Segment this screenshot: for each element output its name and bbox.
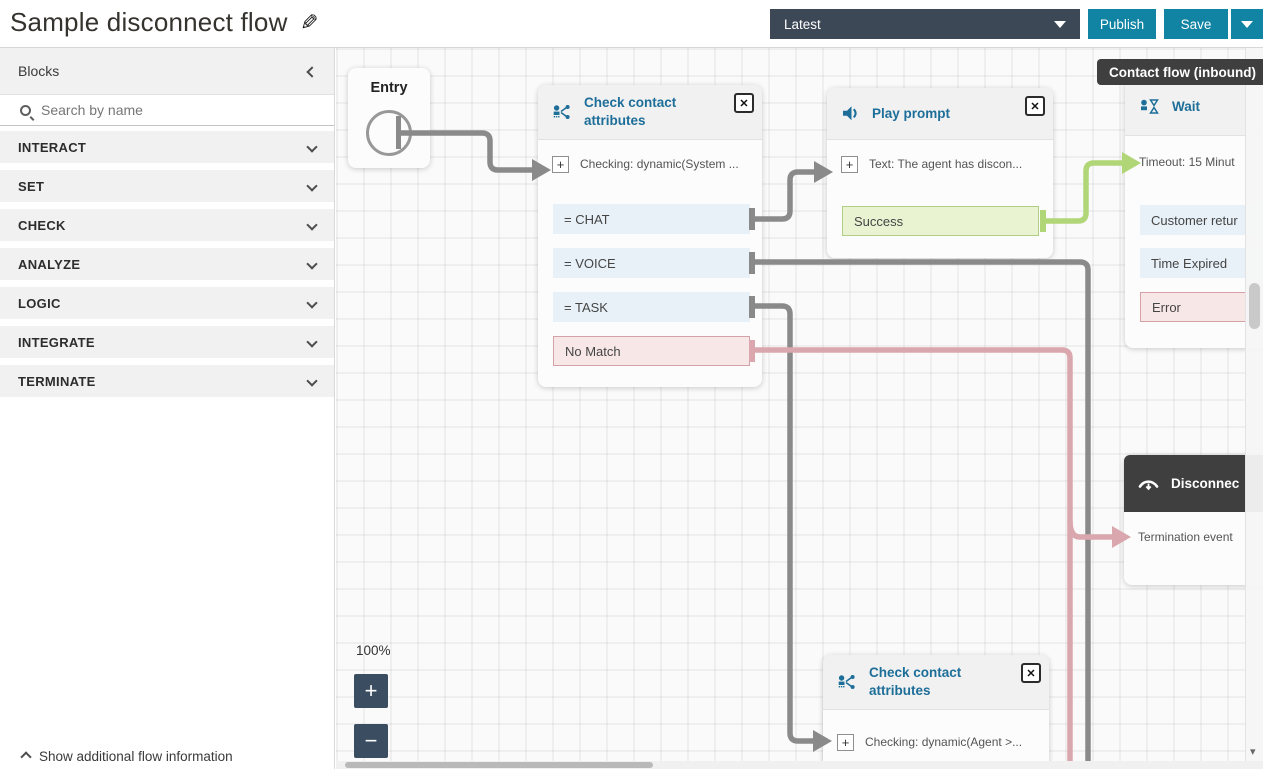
chevron-down-icon bbox=[306, 258, 318, 270]
chevron-down-icon bbox=[306, 180, 318, 192]
check-contact-attributes-block-2[interactable]: Check contact attributes ✕ + Checking: d… bbox=[823, 655, 1049, 769]
top-bar: Sample disconnect flow ✎ Latest Publish … bbox=[0, 0, 1263, 48]
blocks-sidebar: Blocks INTERACT SET CHECK ANALYZE LOGIC … bbox=[0, 48, 335, 769]
flow-type-badge: Contact flow (inbound) bbox=[1097, 59, 1263, 85]
publish-button[interactable]: Publish bbox=[1088, 9, 1156, 39]
branch-chat[interactable]: = CHAT bbox=[553, 204, 750, 234]
save-button[interactable]: Save bbox=[1164, 9, 1228, 39]
collapse-sidebar-button[interactable] bbox=[306, 63, 318, 79]
block-parameter: Termination event bbox=[1138, 530, 1233, 544]
block-title: Disconnec bbox=[1171, 475, 1240, 491]
sidebar-item-interact[interactable]: INTERACT bbox=[0, 131, 334, 163]
branch-task[interactable]: = TASK bbox=[553, 292, 750, 322]
expand-parameter-button[interactable]: + bbox=[841, 155, 858, 173]
chevron-down-icon bbox=[1241, 20, 1253, 28]
chevron-down-icon bbox=[306, 336, 318, 348]
vertical-scrollbar-thumb[interactable] bbox=[1249, 283, 1260, 329]
entry-block[interactable]: Entry bbox=[348, 68, 430, 168]
connector-layer bbox=[396, 116, 1141, 761]
close-icon[interactable]: ✕ bbox=[1021, 663, 1041, 683]
block-title: Play prompt bbox=[872, 105, 951, 121]
chevron-down-icon bbox=[306, 219, 318, 231]
entry-port[interactable] bbox=[366, 110, 412, 156]
wait-block[interactable]: Wait Timeout: 15 Minut Customer retur Ti… bbox=[1125, 78, 1263, 348]
block-header: Play prompt bbox=[827, 88, 1053, 140]
speaker-icon bbox=[843, 106, 857, 121]
search-icon bbox=[20, 104, 31, 116]
zoom-in-button[interactable]: + bbox=[354, 674, 388, 708]
block-parameter: + Checking: dynamic(System ... bbox=[538, 140, 762, 188]
wait-icon bbox=[1141, 99, 1159, 114]
blocks-panel-header: Blocks bbox=[0, 48, 334, 94]
chevron-down-icon bbox=[306, 375, 318, 387]
show-flow-information-link[interactable]: Show additional flow information bbox=[20, 749, 233, 764]
block-title: Check contact attributes bbox=[584, 95, 677, 128]
disconnect-icon bbox=[1138, 479, 1159, 490]
check-contact-attributes-icon bbox=[838, 674, 855, 689]
version-dropdown[interactable]: Latest bbox=[770, 9, 1080, 39]
expand-parameter-button[interactable]: + bbox=[837, 733, 854, 751]
sidebar-item-integrate[interactable]: INTEGRATE bbox=[0, 326, 334, 358]
close-icon[interactable]: ✕ bbox=[734, 93, 754, 113]
branch-customer-returned[interactable]: Customer retur bbox=[1140, 205, 1263, 235]
save-options-button[interactable] bbox=[1231, 9, 1263, 39]
chevron-up-icon bbox=[20, 750, 32, 763]
block-title: Check contact attributes bbox=[869, 665, 962, 698]
sidebar-item-analyze[interactable]: ANALYZE bbox=[0, 248, 334, 280]
block-parameter: Timeout: 15 Minut bbox=[1139, 155, 1235, 169]
version-dropdown-label: Latest bbox=[784, 16, 821, 32]
scroll-down-icon[interactable]: ▾ bbox=[1250, 746, 1256, 758]
play-prompt-block[interactable]: Play prompt ✕ + Text: The agent has disc… bbox=[827, 88, 1053, 258]
vertical-scrollbar[interactable]: ▾ bbox=[1245, 48, 1263, 762]
block-category-list: INTERACT SET CHECK ANALYZE LOGIC INTEGRA… bbox=[0, 126, 334, 397]
disconnect-block[interactable]: Disconnec Termination event bbox=[1124, 455, 1263, 585]
chevron-down-icon bbox=[1054, 20, 1066, 28]
block-header: Wait bbox=[1125, 78, 1263, 136]
block-header: Disconnec bbox=[1124, 455, 1263, 512]
edit-title-icon[interactable]: ✎ bbox=[300, 10, 319, 35]
expand-parameter-button[interactable]: + bbox=[552, 155, 569, 173]
chevron-left-icon bbox=[306, 66, 318, 78]
block-header: Check contact attributes bbox=[538, 85, 762, 140]
chevron-down-icon bbox=[306, 141, 318, 153]
close-icon[interactable]: ✕ bbox=[1025, 96, 1045, 116]
connector-no-match-to-disconnect bbox=[1067, 520, 1112, 540]
branch-success[interactable]: Success bbox=[842, 206, 1039, 236]
check-contact-attributes-block-1[interactable]: Check contact attributes ✕ + Checking: d… bbox=[538, 85, 762, 387]
connector-success-to-wait bbox=[1043, 160, 1122, 224]
horizontal-scrollbar-thumb[interactable] bbox=[345, 762, 653, 768]
branch-voice[interactable]: = VOICE bbox=[553, 248, 750, 278]
sidebar-item-set[interactable]: SET bbox=[0, 170, 334, 202]
branch-time-expired[interactable]: Time Expired bbox=[1140, 248, 1263, 278]
zoom-out-button[interactable]: − bbox=[354, 724, 388, 758]
chevron-down-icon bbox=[306, 297, 318, 309]
block-parameter: + Checking: dynamic(Agent >... bbox=[823, 718, 1049, 766]
zoom-level: 100% bbox=[356, 643, 391, 658]
sidebar-item-terminate[interactable]: TERMINATE bbox=[0, 365, 334, 397]
sidebar-item-check[interactable]: CHECK bbox=[0, 209, 334, 241]
horizontal-scrollbar[interactable] bbox=[336, 761, 1263, 769]
sidebar-item-logic[interactable]: LOGIC bbox=[0, 287, 334, 319]
flow-canvas[interactable]: Entry Check contact attributes ✕ + Check… bbox=[336, 48, 1263, 769]
branch-no-match[interactable]: No Match bbox=[553, 336, 750, 366]
block-parameter: + Text: The agent has discon... bbox=[827, 140, 1053, 188]
blocks-panel-title: Blocks bbox=[18, 63, 60, 79]
block-search bbox=[0, 94, 334, 126]
search-input[interactable] bbox=[41, 102, 322, 118]
page-title: Sample disconnect flow bbox=[10, 7, 288, 37]
check-contact-attributes-icon bbox=[553, 104, 570, 119]
branch-error[interactable]: Error bbox=[1140, 292, 1263, 322]
block-header: Check contact attributes bbox=[823, 655, 1049, 710]
block-title: Wait bbox=[1172, 98, 1200, 114]
